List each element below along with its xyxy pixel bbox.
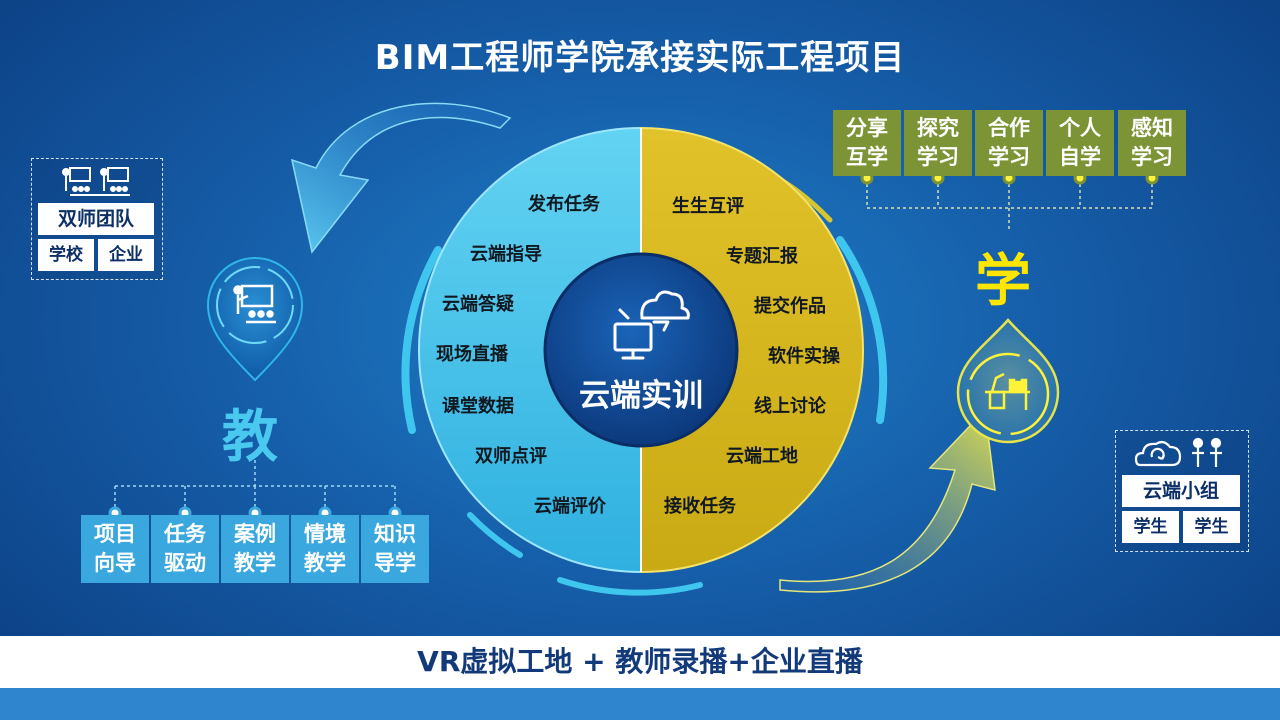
tile-line: 教学 [234,551,276,575]
left-item-6: 双师点评 [475,446,547,467]
sync-arrow [652,320,670,332]
tile-line: 情境 [304,522,346,546]
left-item-5: 课堂数据 [442,396,514,417]
ring-arc-left [401,246,442,434]
tile-line: 感知 [1131,116,1173,140]
right-item-5: 线上讨论 [754,396,826,417]
student-desk-icon [985,372,1030,410]
tile-line: 学习 [917,145,959,169]
teach-tile-case-teaching: 案例教学 [221,515,289,583]
dual-teacher-team-box: 双师团队 学校 企业 [31,158,163,280]
cloud-shape [640,290,690,320]
teach-flow-arrow [290,102,512,254]
left-item-3: 云端答疑 [442,294,514,315]
right-item-3: 提交作品 [754,296,826,317]
right-item-7: 接收任务 [664,496,736,517]
learn-char: 学 [975,249,1031,314]
left-half-disc [418,126,642,574]
tile-line: 学习 [988,145,1030,169]
tile-line: 案例 [234,522,276,546]
right-item-1: 生生互评 [672,196,744,217]
group-title: 云端小组 [1122,475,1240,507]
team-cell-enterprise: 企业 [98,239,154,271]
tile-line: 导学 [374,551,416,575]
team-title: 双师团队 [38,203,154,235]
cloud-computer-icon [613,290,690,360]
page-title: BIM工程师学院承接实际工程项目 [374,38,906,78]
learn-tile-explore: 探究学习 [904,110,972,176]
right-item-4: 软件实操 [768,346,840,367]
tile-line: 合作 [988,116,1030,140]
group-cell-student-2: 学生 [1183,511,1240,543]
right-half-disc [640,126,864,574]
learn-tile-share: 分享互学 [833,110,901,176]
teach-pin [206,257,304,382]
footer-band [0,688,1280,720]
ring-arc-right [836,236,888,424]
left-item-1: 发布任务 [528,194,600,215]
learn-tile-cooperate: 合作学习 [975,110,1043,176]
center-label: 云端实训 [579,378,703,414]
tile-line: 知识 [374,522,416,546]
teach-tile-knowledge-guide: 知识导学 [361,515,429,583]
tile-line: 项目 [94,522,136,546]
team-cell-school: 学校 [38,239,94,271]
tile-line: 个人 [1059,116,1101,140]
teach-char: 教 [222,405,278,470]
learn-tile-perception: 感知学习 [1118,110,1186,176]
left-item-2: 云端指导 [470,244,542,265]
left-item-4: 现场直播 [436,344,508,365]
tile-line: 驱动 [164,551,206,575]
learn-drop [956,318,1060,444]
teach-connectors [114,460,396,512]
teach-tile-scenario-teaching: 情境教学 [291,515,359,583]
group-cell-student-1: 学生 [1122,511,1179,543]
learn-tile-self-study: 个人自学 [1046,110,1114,176]
cloud-students-icon [1134,437,1222,467]
teacher-classroom-icon [62,167,130,196]
tile-line: 任务 [164,522,206,546]
teach-tile-task-driven: 任务驱动 [151,515,219,583]
teach-tile-project-guide: 项目向导 [81,515,149,583]
tile-line: 自学 [1059,145,1101,169]
ring-arc-bottom-left [467,512,523,558]
footer-banner: VR虚拟工地 + 教师录播+企业直播 [0,636,1280,688]
tile-line: 探究 [917,116,959,140]
tile-line: 教学 [304,551,346,575]
learn-connectors [866,178,1153,232]
ring-arc-bottom [557,577,703,596]
cloud-group-box: 云端小组 学生 学生 [1115,430,1249,552]
tile-line: 向导 [94,551,136,575]
right-item-2: 专题汇报 [726,246,798,267]
teacher-board-icon [233,284,276,324]
tile-line: 互学 [846,145,888,169]
left-item-7: 云端评价 [534,496,606,517]
right-item-6: 云端工地 [726,446,798,467]
tile-line: 学习 [1131,145,1173,169]
sync-arrow-2 [618,308,630,320]
tile-line: 分享 [846,116,888,140]
